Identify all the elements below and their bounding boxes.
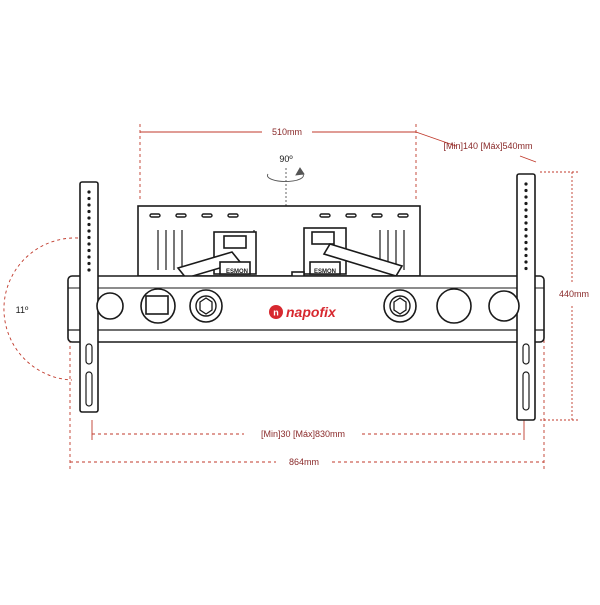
brand-name: napofix — [286, 304, 337, 320]
angle-labels: 90º 11º — [16, 154, 294, 315]
rail-hole — [87, 235, 91, 240]
dim-tilt-arc — [3, 237, 79, 381]
dim-depth-line-right — [519, 155, 537, 163]
right-bracket-label: ESMON — [314, 269, 336, 275]
rail-hole — [87, 255, 91, 259]
left-rail-holes — [87, 190, 91, 272]
rail-hole — [524, 260, 528, 264]
label-height: 440mm — [559, 289, 589, 299]
rail-hole — [524, 234, 528, 238]
wall-plate-slots — [149, 213, 409, 218]
main-crossbar — [67, 275, 545, 343]
label-rotation: 90º — [279, 154, 293, 164]
left-bracket-label: ESMON — [226, 269, 248, 275]
bolt-left — [189, 289, 223, 323]
brand-logo-icon — [269, 305, 283, 319]
rotation-arc — [267, 171, 304, 182]
dim-depth-line-left — [415, 131, 457, 147]
rail-hole — [87, 196, 91, 201]
rail-hole — [524, 266, 528, 271]
crossbar-hole-0 — [96, 292, 124, 320]
right-arm-joint — [309, 261, 341, 275]
label-top-width: 510mm — [272, 127, 302, 137]
rail-hole — [87, 216, 91, 220]
rail-hole — [524, 195, 528, 199]
mount-structure — [67, 173, 545, 421]
rail-hole — [87, 222, 91, 227]
right-rail-holes — [524, 182, 528, 271]
crossbar-hole-3 — [488, 290, 520, 322]
right-arm-pivot — [311, 231, 335, 245]
rail-hole — [524, 182, 528, 186]
svg-text:n: n — [273, 308, 279, 318]
label-extension-range: [Min]30 [Máx]830mm — [261, 429, 345, 439]
crossbar-hole-cutout — [145, 295, 169, 315]
label-tilt: 11º — [16, 305, 29, 315]
bolt-right — [383, 289, 417, 323]
rail-hole — [524, 214, 528, 219]
brand-logo: n napofix — [269, 304, 337, 320]
rail-hole — [87, 190, 91, 194]
right-vertical-rail — [516, 173, 536, 421]
rail-hole — [524, 247, 528, 251]
rail-hole — [87, 268, 91, 272]
rail-hole — [87, 242, 91, 246]
dimension-lines — [3, 124, 578, 470]
rail-hole — [524, 208, 528, 212]
left-vertical-rail — [79, 181, 99, 413]
rail-hole — [524, 188, 528, 193]
rail-hole — [524, 253, 528, 258]
rotation-arrow-icon — [295, 167, 305, 176]
crossbar-hole-2 — [436, 288, 472, 324]
left-arm-pivot — [223, 235, 247, 249]
label-total-width: 864mm — [289, 457, 319, 467]
rail-hole — [87, 203, 91, 207]
rail-hole — [87, 209, 91, 214]
left-arm-joint — [219, 261, 251, 275]
rail-hole — [87, 261, 91, 266]
rail-hole — [524, 240, 528, 245]
label-depth-range: [Min]140 [Máx]540mm — [443, 141, 532, 151]
rail-lower-slots — [85, 343, 530, 411]
rail-hole — [87, 229, 91, 233]
rotation-indicator — [267, 167, 305, 206]
dimension-labels: 510mm [Min]140 [Máx]540mm 440mm [Min]30 … — [261, 127, 589, 467]
rail-hole — [87, 248, 91, 253]
rail-hole — [524, 227, 528, 232]
rail-hole — [524, 221, 528, 225]
rail-hole — [524, 201, 528, 206]
